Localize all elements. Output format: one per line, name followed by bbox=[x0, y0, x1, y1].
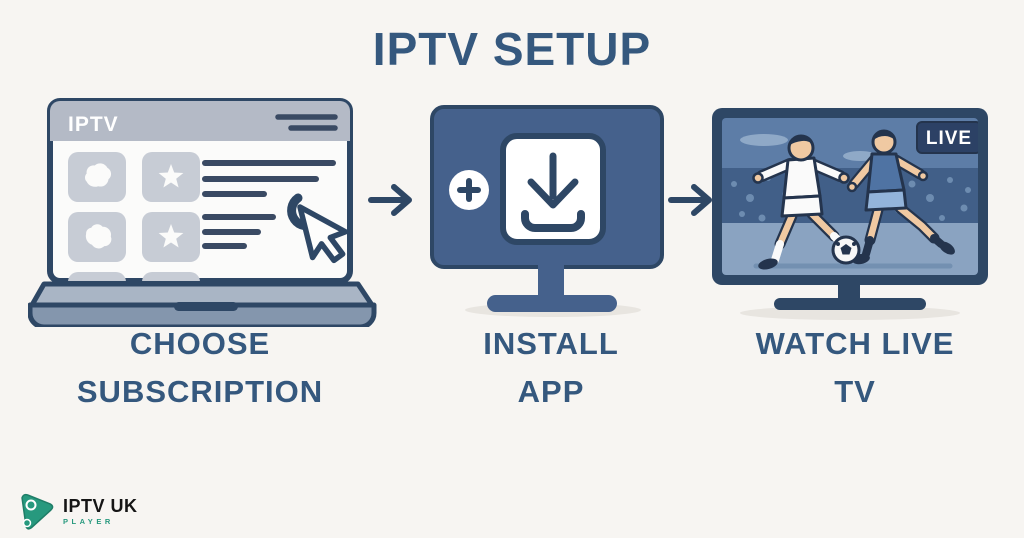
text-lines bbox=[202, 160, 336, 249]
step-label-line: SUBSCRIPTION bbox=[76, 374, 324, 409]
step-label-choose-subscription: CHOOSE SUBSCRIPTION bbox=[20, 320, 380, 416]
step-label-line: APP bbox=[517, 374, 585, 409]
step-label-line: INSTALL bbox=[483, 326, 619, 361]
play-icon bbox=[21, 493, 54, 530]
arrow-right-icon bbox=[368, 184, 412, 216]
tv-screen: LIVE bbox=[722, 118, 978, 275]
page-title: IPTV SETUP bbox=[372, 23, 652, 75]
brand-logo-text: IPTV UK PLAYER bbox=[63, 497, 138, 526]
laptop-illustration: IPTV bbox=[28, 98, 377, 327]
browser-header-label: IPTV bbox=[68, 113, 119, 136]
player-white bbox=[752, 134, 860, 270]
tv-illustration: LIVE bbox=[712, 108, 988, 320]
laptop-base bbox=[28, 281, 377, 327]
step-label-line: TV bbox=[834, 374, 876, 409]
brand-subtitle: PLAYER bbox=[63, 516, 114, 526]
monitor-stand bbox=[487, 265, 617, 312]
brand-logo: IPTV UK PLAYER bbox=[16, 489, 138, 533]
step-label-line: CHOOSE bbox=[129, 326, 271, 361]
cursor-icon bbox=[287, 193, 349, 264]
channel-tile-grid bbox=[68, 152, 200, 281]
browser-header-bar bbox=[50, 101, 350, 141]
player-blue bbox=[846, 129, 955, 265]
tv-stand bbox=[774, 283, 926, 310]
plus-icon bbox=[449, 170, 489, 210]
brand-name: IPTV UK bbox=[63, 495, 138, 516]
arrow-right-icon bbox=[668, 184, 712, 216]
football-icon bbox=[831, 235, 861, 265]
monitor-illustration bbox=[430, 105, 664, 317]
step-label-line: WATCH LIVE bbox=[755, 326, 955, 361]
live-badge: LIVE bbox=[916, 121, 978, 154]
live-badge-label: LIVE bbox=[926, 128, 972, 149]
step-label-watch-live-tv: WATCH LIVE TV bbox=[685, 320, 1024, 416]
hamburger-icon bbox=[275, 114, 338, 131]
download-icon bbox=[500, 133, 606, 245]
step-label-install-app: INSTALL APP bbox=[381, 320, 721, 416]
